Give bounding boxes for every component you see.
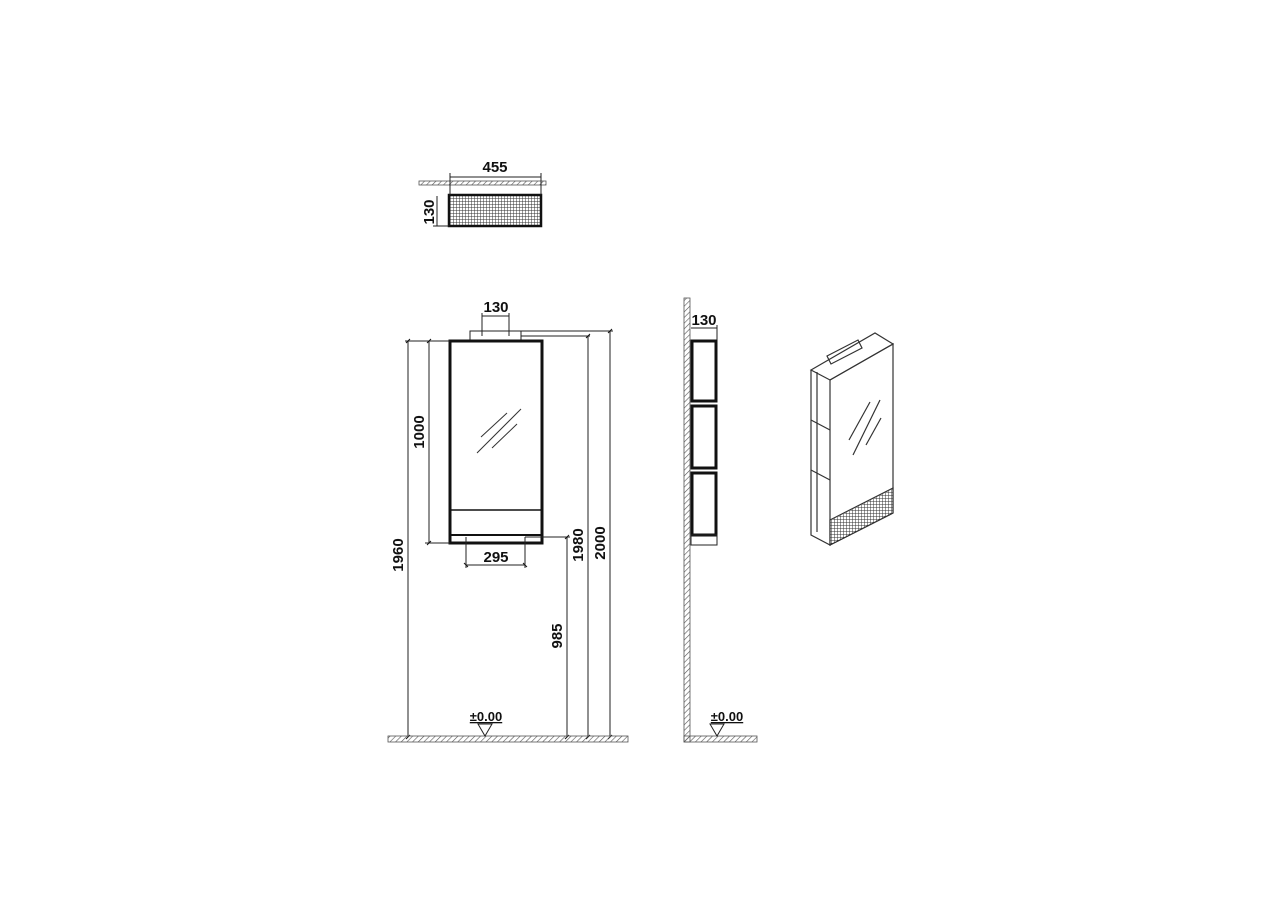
iso-left-side bbox=[810, 370, 831, 546]
side-section-top bbox=[690, 339, 718, 403]
side-base bbox=[690, 534, 718, 546]
iso-bracket bbox=[826, 339, 863, 365]
dimension-1960: 1960 bbox=[390, 538, 407, 571]
mirror-reflection-icon bbox=[476, 408, 522, 454]
dimension-2000: 2000 bbox=[592, 526, 609, 559]
dimension-455: 455 bbox=[482, 159, 507, 176]
side-section-bottom bbox=[690, 471, 718, 537]
wall-hatch bbox=[418, 180, 547, 186]
iso-bottom-grid bbox=[829, 487, 894, 546]
front-view: 130 1960 1000 985 1980 2000 295 ±0.00 bbox=[387, 299, 629, 743]
floor-hatch-side bbox=[683, 735, 758, 743]
dimension-130-top: 130 bbox=[421, 199, 438, 224]
dimension-130-side: 130 bbox=[691, 312, 716, 329]
level-label-front: ±0.00 bbox=[470, 709, 502, 724]
mirror-reflection-icon bbox=[848, 399, 882, 456]
cabinet-front-outline bbox=[448, 339, 544, 545]
top-view: 455 130 bbox=[418, 159, 547, 228]
level-marker-icon bbox=[709, 723, 725, 737]
floor-hatch bbox=[387, 735, 629, 743]
level-label-side: ±0.00 bbox=[711, 709, 743, 724]
isometric-view bbox=[809, 332, 895, 546]
dimension-130-bracket: 130 bbox=[483, 299, 508, 316]
cabinet-top-outline bbox=[447, 193, 543, 228]
iso-top bbox=[809, 332, 895, 381]
side-view: 130 ±0.00 bbox=[683, 297, 758, 743]
dimension-295: 295 bbox=[483, 549, 508, 566]
side-section-middle bbox=[690, 404, 718, 470]
wall-hatch-side bbox=[683, 297, 691, 743]
dimension-1980: 1980 bbox=[570, 528, 587, 561]
iso-shelves bbox=[810, 419, 831, 481]
wall-bracket bbox=[469, 330, 522, 341]
dimension-985: 985 bbox=[549, 623, 566, 648]
dimension-1000: 1000 bbox=[411, 415, 428, 448]
level-marker-icon bbox=[477, 723, 493, 737]
